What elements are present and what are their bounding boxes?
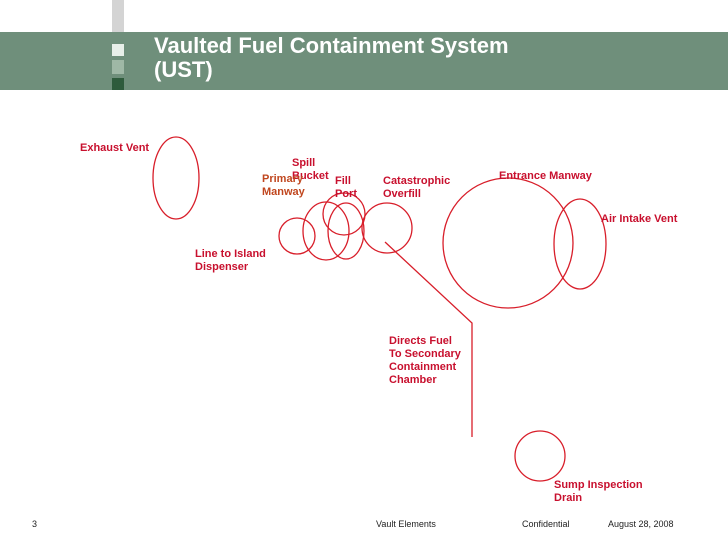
directs-fuel-label: Directs Fuel To Secondary Containment Ch… [389, 335, 461, 386]
accent-block-light-top [112, 0, 124, 32]
accent-block-light-left [112, 44, 124, 56]
entrance-manway-callout [442, 177, 574, 309]
directs-fuel-leader-line [384, 241, 473, 437]
sump-inspection-label: Sump Inspection Drain [554, 479, 643, 504]
slide-title: Vaulted Fuel Containment System (UST) [154, 34, 674, 82]
sump-inspection-callout [514, 430, 566, 482]
exhaust-vent-callout [152, 136, 200, 220]
slide-title-line2: (UST) [154, 57, 213, 82]
footer-page-number: 3 [32, 519, 38, 529]
slide-title-line1: Vaulted Fuel Containment System [154, 33, 509, 58]
line-to-island-label: Line to Island Dispenser [195, 248, 266, 273]
footer-section: Vault Elements [376, 519, 436, 529]
spill-bucket-callout [322, 192, 366, 236]
exhaust-vent-label: Exhaust Vent [80, 142, 150, 154]
footer-date: August 28, 2008 [608, 519, 674, 529]
footer-classification: Confidential [522, 519, 570, 529]
catastrophic-overfill-callout [361, 202, 413, 254]
primary-manway-callout [302, 201, 350, 261]
line-to-island-callout [278, 217, 316, 255]
spill-bucket-label: Spill Bucket [292, 157, 329, 182]
catastrophic-overfill-label: Catastrophic Overfill [383, 175, 451, 200]
accent-block-dark-bottom [112, 78, 124, 90]
primary-manway-label: Primary Manway [262, 173, 305, 198]
fill-port-callout [327, 202, 365, 260]
accent-block-mid-left [112, 60, 124, 74]
air-intake-vent-callout [553, 198, 607, 290]
air-intake-vent-label: Air Intake Vent [601, 213, 678, 225]
entrance-manway-label: Entrance Manway [499, 170, 592, 182]
fill-port-label: Fill Port [335, 175, 357, 200]
